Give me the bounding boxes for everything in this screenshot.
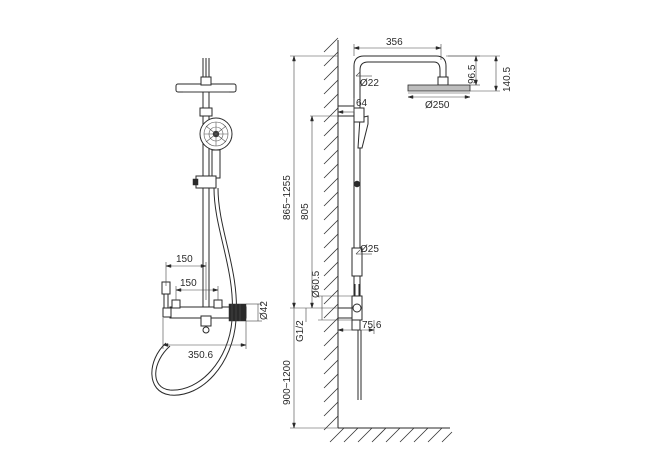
front-view: 150 150 350.6 Ø42	[151, 58, 270, 396]
front-mixer-body	[162, 299, 247, 334]
side-view: 356 Ø22 96.5 140.5 Ø250 64 865~1255 805 …	[282, 37, 513, 443]
side-wall	[323, 37, 339, 431]
side-dim-total-height: 865~1255	[282, 175, 293, 220]
side-dimensions	[290, 44, 500, 429]
side-dim-head-height: 140.5	[502, 67, 513, 92]
side-dim-arm-diameter: Ø22	[360, 78, 379, 89]
front-slider-bracket	[192, 175, 217, 189]
front-dim-body-diameter: Ø42	[259, 301, 270, 320]
front-dim-total-width: 350.6	[188, 350, 213, 361]
front-hose	[151, 187, 237, 396]
front-hand-shower	[199, 117, 233, 179]
side-dim-install-height: 900~1200	[282, 360, 293, 405]
side-dim-head-offset: 96.5	[467, 64, 478, 84]
side-dim-pipe-diameter: Ø25	[360, 244, 379, 255]
side-dim-mixer-depth: 75.6	[362, 320, 382, 331]
side-riser	[337, 96, 363, 300]
front-rain-head	[175, 58, 237, 93]
side-floor	[329, 427, 453, 443]
side-dim-head-diameter: Ø250	[425, 100, 450, 111]
front-dim-inlet-spacing: 150	[176, 254, 193, 265]
side-dim-mixer-diameter: Ø60.5	[311, 270, 322, 298]
side-hand-shower	[353, 107, 369, 149]
side-dim-arm-length: 356	[386, 37, 403, 48]
side-dim-bracket: 64	[356, 98, 368, 109]
side-shower-arm	[353, 55, 471, 96]
side-dim-rail-height: 805	[300, 203, 311, 220]
front-dimensions	[162, 262, 262, 349]
side-dim-inlet-thread: G1/2	[295, 320, 306, 342]
side-mixer	[337, 284, 363, 400]
front-dim-mixer-spacing: 150	[180, 278, 197, 289]
